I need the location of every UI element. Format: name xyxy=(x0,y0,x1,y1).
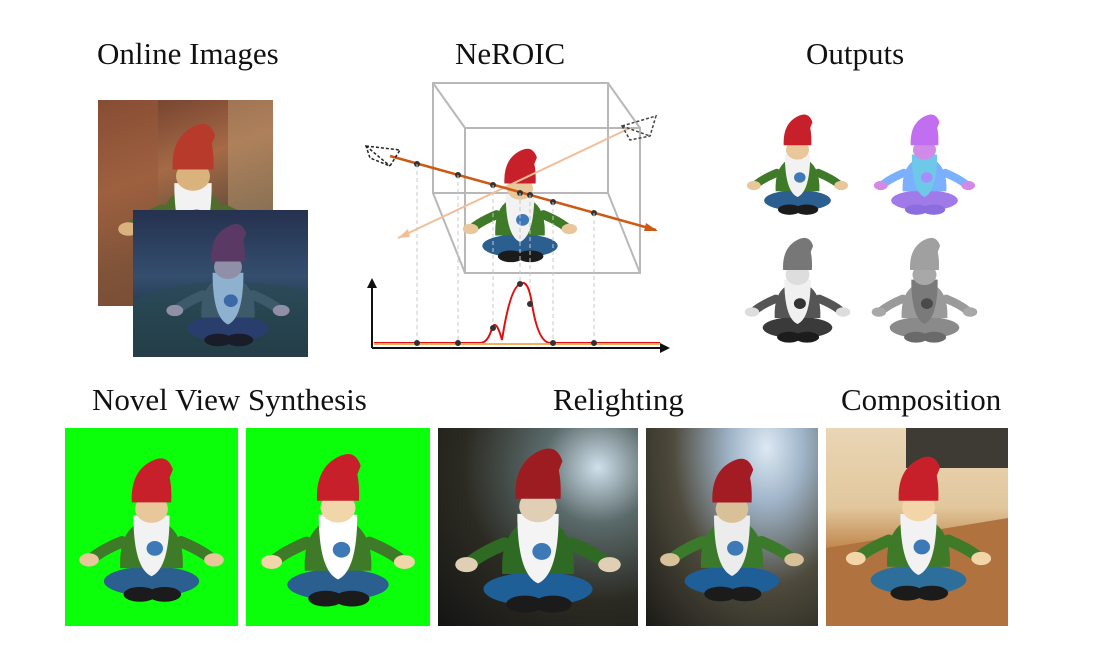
title-online-images: Online Images xyxy=(97,36,279,71)
title-composition: Composition xyxy=(841,382,1002,417)
novel-view-1 xyxy=(65,428,238,626)
title-relighting: Relighting xyxy=(553,382,684,417)
online-image-2 xyxy=(133,210,308,357)
relighting-2 xyxy=(646,428,818,626)
output-specular xyxy=(862,228,987,348)
camera-icon xyxy=(364,145,402,167)
novel-view-2 xyxy=(246,428,430,626)
title-outputs: Outputs xyxy=(806,36,905,71)
output-albedo xyxy=(735,105,860,220)
composition-image xyxy=(826,428,1008,626)
title-neroic: NeROIC xyxy=(455,36,566,71)
gnome-figure xyxy=(133,210,308,357)
output-normal xyxy=(862,105,987,220)
density-plot xyxy=(367,278,670,353)
neroic-diagram xyxy=(360,78,680,354)
output-shading xyxy=(735,228,860,348)
title-novel-view-synthesis: Novel View Synthesis xyxy=(92,382,367,417)
relighting-1 xyxy=(438,428,638,626)
camera-icon xyxy=(620,114,658,141)
